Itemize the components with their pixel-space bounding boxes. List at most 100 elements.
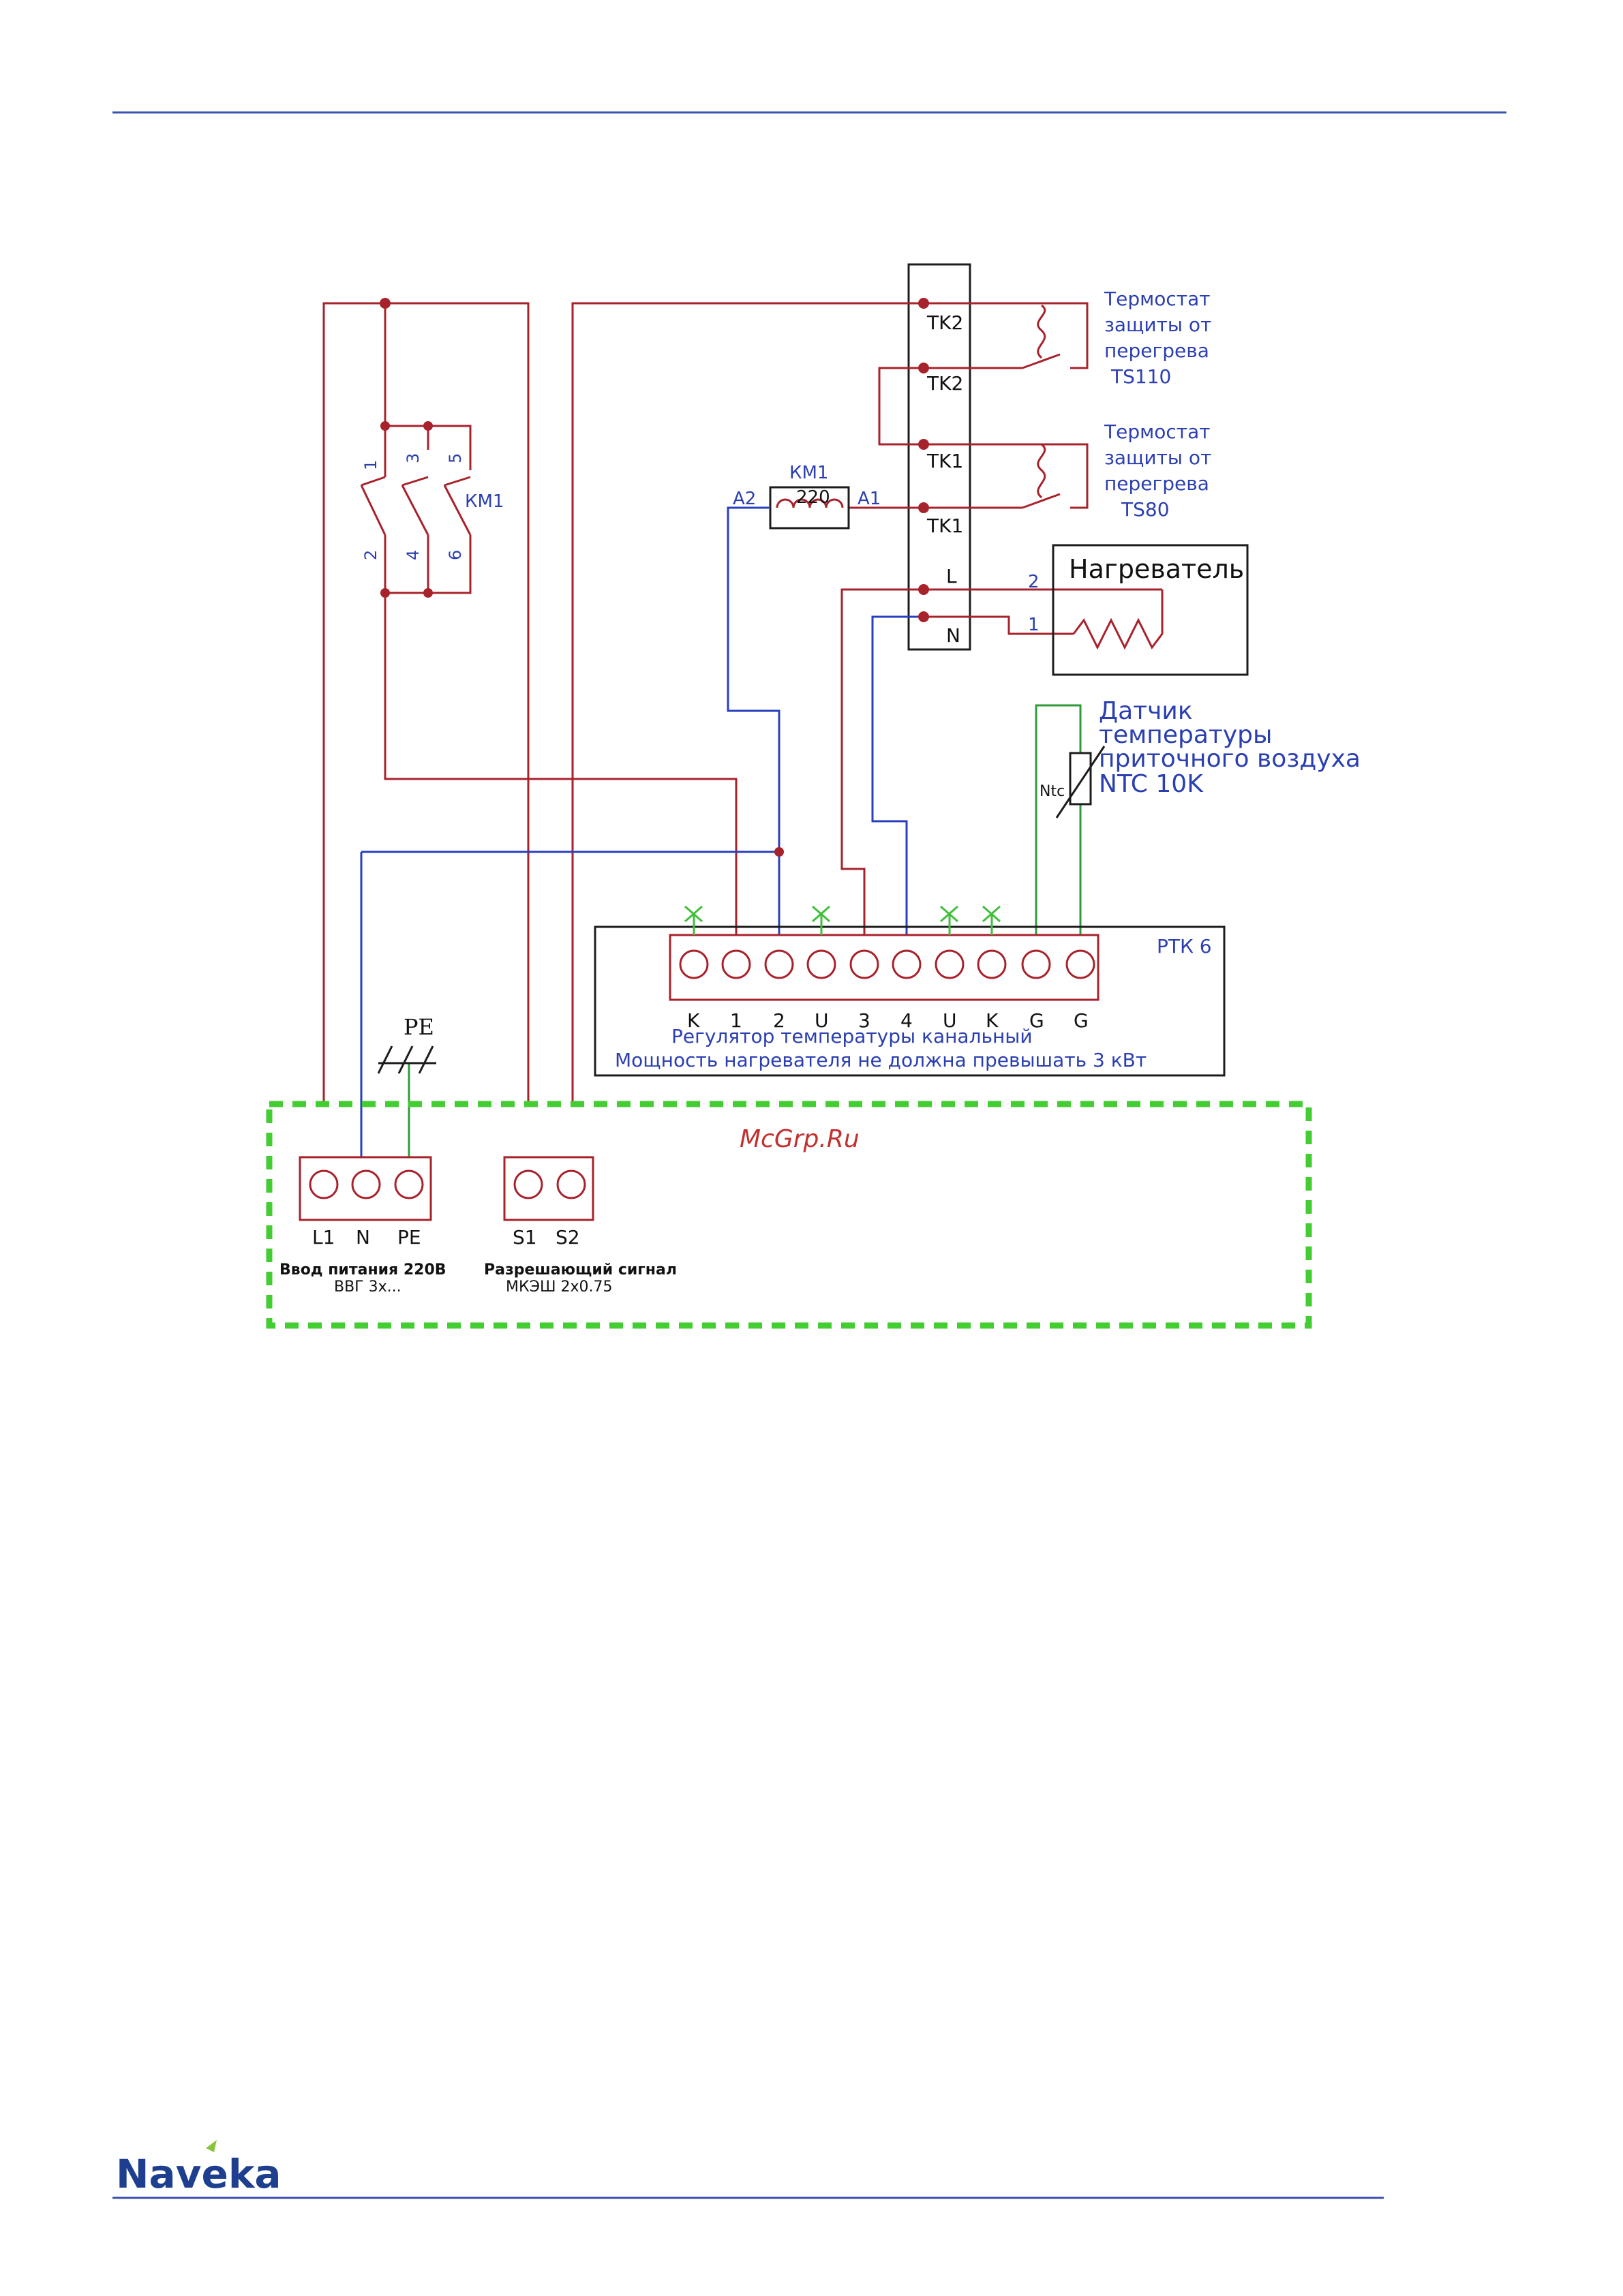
ts80-switch [1022, 493, 1061, 509]
ts110-line-2: защиты от [1104, 313, 1211, 336]
signal-terminal-screw [513, 1169, 543, 1199]
watermark: McGrp.Ru [740, 1125, 860, 1153]
reg-term-label-u: U [815, 1009, 829, 1032]
junction-dot [380, 298, 391, 309]
reg-terminal-screw [977, 949, 1007, 979]
junction-dot [380, 421, 390, 431]
ts110-line-1: Термостат [1104, 288, 1211, 310]
regulator-box [594, 925, 1226, 1077]
reg-terminal-screw [892, 949, 922, 979]
power-terminal-screw [351, 1169, 381, 1199]
regulator-caption-2: Мощность нагревателя не должна превышать… [615, 1049, 1147, 1071]
wire-power-loop [322, 302, 530, 1104]
heater-title: Нагреватель [1069, 554, 1244, 584]
reg-term-label-4: 4 [900, 1009, 913, 1032]
junction-dot [918, 363, 929, 373]
junction-dot [423, 421, 433, 431]
footer-brand-logo: Naveka [116, 2151, 282, 2197]
regulator-name: РТК 6 [1157, 935, 1212, 958]
signal-term-s2: S2 [556, 1226, 580, 1249]
tk-label-3: TK1 [926, 450, 963, 472]
wire-n-to-reg-4 [871, 615, 924, 935]
power-input-cable: ВВГ 3х... [334, 1279, 401, 1296]
km1-pin-5: 5 [446, 453, 465, 463]
reg-term-label-3: 3 [858, 1009, 870, 1032]
junction-dot [423, 588, 433, 598]
km1-contact-3 [444, 476, 471, 487]
reg-term-label-k2: K [986, 1009, 999, 1032]
reg-term-label-u2: U [943, 1009, 957, 1032]
sensor-line-2: температуры [1099, 721, 1272, 749]
signal-terminal-screw [556, 1169, 586, 1199]
reg-term-label-g: G [1029, 1009, 1044, 1032]
ntc-diagonal [1055, 746, 1106, 818]
ntc-symbol: Ntc [1040, 783, 1065, 800]
power-term-pe: PE [397, 1226, 421, 1249]
ts80-line-3: перегрева [1104, 472, 1209, 495]
pe-hatch [397, 1045, 414, 1074]
wire-ntc-g1 [1035, 704, 1082, 935]
tk-label-4: TK1 [926, 515, 963, 537]
reg-term-label-1: 1 [730, 1009, 742, 1032]
junction-dot [918, 502, 929, 513]
ts80-line-2: защиты от [1104, 446, 1211, 469]
km1-switch-3 [443, 485, 472, 536]
km1-pin-2: 2 [361, 550, 380, 560]
power-term-l1: L1 [312, 1226, 335, 1249]
regulator-terminal-block [669, 934, 1099, 1001]
ntc-resistor-box [1069, 752, 1092, 806]
enable-signal-title: Разрешающий сигнал [484, 1261, 677, 1279]
tk-label-n: N [946, 624, 960, 647]
wire-s2-to-tk2 [571, 302, 924, 1104]
reg-terminal-screw [849, 949, 879, 979]
coil-a2-label: A2 [733, 489, 756, 509]
power-term-n: N [356, 1226, 370, 1249]
ts110-bimetal-icon [1037, 304, 1046, 359]
km1-label: КМ1 [465, 491, 504, 512]
junction-dot [918, 611, 929, 622]
heater-box [1052, 544, 1249, 676]
tk-label-l: L [946, 565, 957, 587]
junction-dot [918, 584, 929, 595]
km1-pin-6: 6 [446, 550, 465, 560]
heater-resistor-icon [1072, 590, 1164, 650]
heater-pin1: 1 [1028, 615, 1040, 635]
tk-label-2: TK2 [926, 372, 963, 395]
ts110-switch [1022, 353, 1061, 369]
field-connection-frame [266, 1101, 1312, 1329]
wire-ts80-a [924, 443, 1089, 509]
ts80-bimetal-icon [1037, 443, 1046, 499]
junction-dot [918, 298, 929, 309]
wire-tk2-tk1-jumper [878, 367, 924, 446]
coil-voltage: 220 [796, 487, 830, 508]
reg-term-label-k: K [687, 1009, 700, 1032]
wire-km1-top-bus [385, 425, 472, 470]
coil-km1-icon [776, 498, 844, 508]
power-terminal-screw [309, 1169, 339, 1199]
heater-pin2: 2 [1028, 572, 1040, 592]
reg-term-label-g2: G [1074, 1009, 1089, 1032]
wire-ts110-a [924, 302, 1089, 369]
enable-signal-cable: МКЭШ 2х0.75 [506, 1279, 612, 1296]
reg-term-label-2: 2 [773, 1009, 785, 1032]
ts80-line-4: TS80 [1121, 498, 1170, 521]
footer-brand-leaf-icon [206, 2140, 217, 2152]
ts80-line-1: Термостат [1104, 420, 1211, 443]
junction-dot [380, 588, 390, 598]
tk-label-1: TK2 [926, 311, 963, 334]
reg-terminal-screw [1065, 949, 1095, 979]
coil-label: КМ1 [789, 463, 828, 483]
junction-dot [774, 847, 784, 857]
reg-terminal-screw [721, 949, 751, 979]
junction-dot [918, 439, 929, 450]
km1-contact-1 [361, 476, 386, 487]
wire-l-to-reg-3 [840, 588, 924, 935]
wire-km1-to-reg-k1 [384, 593, 738, 935]
km1-pin-1: 1 [361, 460, 380, 470]
ts110-line-4: TS110 [1110, 365, 1171, 388]
pe-symbol-label: PE [404, 1014, 434, 1040]
pe-hatch [377, 1045, 393, 1074]
signal-term-s1: S1 [513, 1226, 537, 1249]
reg-terminal-screw [679, 949, 709, 979]
